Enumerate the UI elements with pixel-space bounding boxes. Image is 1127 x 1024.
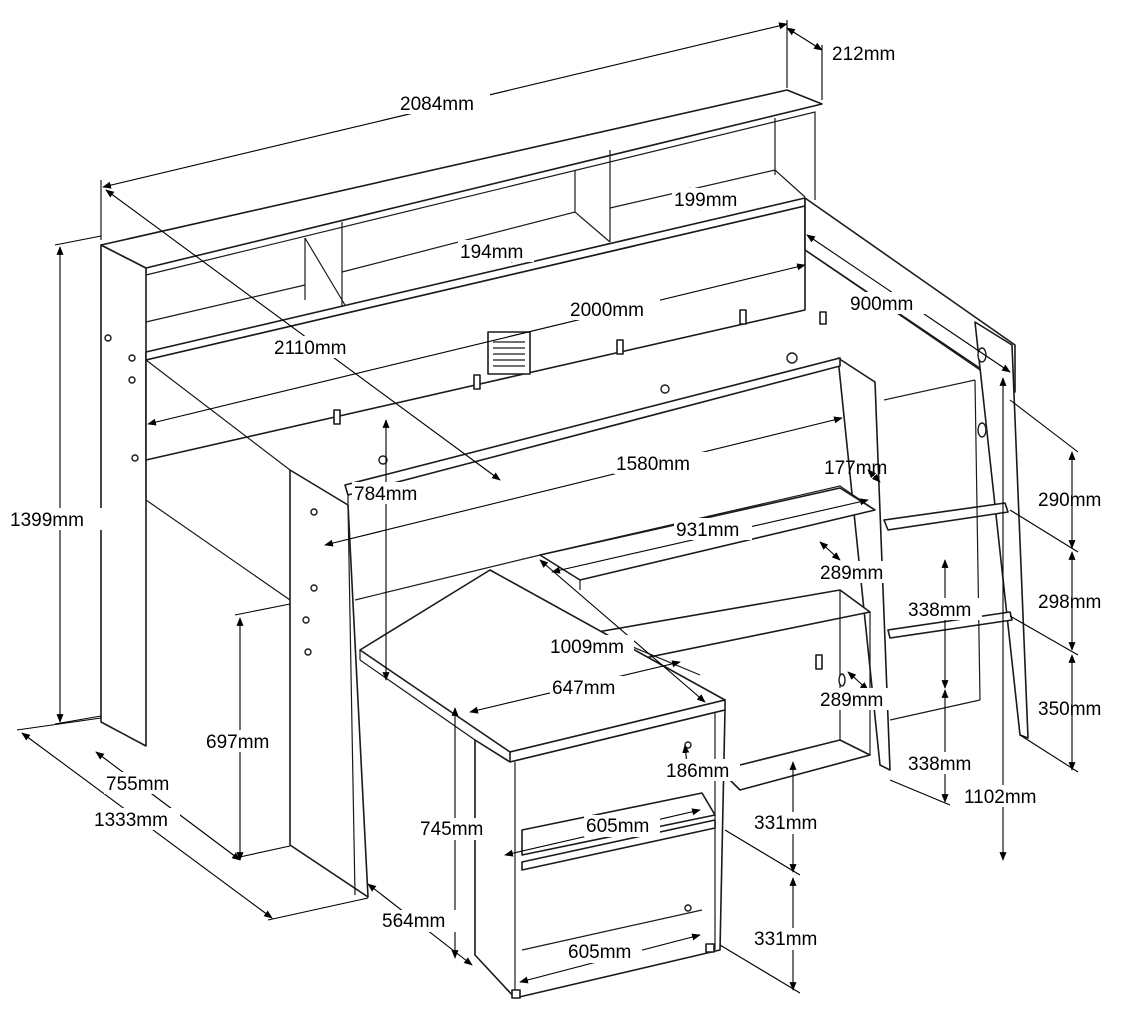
dim-ladder-step-depth: 177mm	[824, 458, 887, 479]
dim-cabinet-shelf-lower: 605mm	[568, 942, 631, 963]
dim-desk-shelf-length: 931mm	[676, 520, 739, 541]
dim-under-clearance: 784mm	[354, 484, 417, 505]
dim-cabinet-width: 564mm	[382, 911, 445, 932]
dim-drawer-offset: 186mm	[666, 761, 729, 782]
dim-top-depth: 212mm	[832, 44, 895, 65]
dim-ladder-height: 1102mm	[964, 787, 1037, 808]
dim-desk-depth: 647mm	[552, 678, 615, 699]
dim-step-2: 298mm	[1038, 592, 1101, 613]
dim-total-height: 1399mm	[10, 510, 84, 531]
desk-cabinet-shelf-2	[719, 739, 871, 791]
dimension-labels: 2084mm 212mm 199mm 194mm 2000mm 2110mm 9…	[8, 44, 1101, 963]
dim-step-3: 350mm	[1038, 699, 1101, 720]
dim-cabinet-shelf-upper: 605mm	[586, 816, 649, 837]
bed-frame	[100, 89, 1029, 999]
dim-depth-inner: 755mm	[106, 774, 169, 795]
ladder-step	[883, 502, 1009, 531]
dim-cabinet-height: 745mm	[420, 819, 483, 840]
vent-grille	[487, 331, 531, 375]
dim-step-1: 290mm	[1038, 490, 1101, 511]
dim-cabinet-section-upper: 331mm	[754, 813, 817, 834]
dim-bed-width: 900mm	[850, 294, 913, 315]
dim-top-width: 2084mm	[400, 94, 474, 115]
dim-cabinet-section-lower: 331mm	[754, 929, 817, 950]
dim-diagonal: 2110mm	[274, 338, 347, 359]
left-end-panel	[100, 244, 147, 747]
dim-desk-height: 697mm	[206, 732, 269, 753]
caster-wheel	[511, 989, 521, 999]
panel-hole	[104, 334, 112, 342]
dim-depth-total: 1333mm	[94, 810, 168, 831]
dim-desk-extension: 1009mm	[550, 637, 624, 658]
dim-cabinet-upper-height: 338mm	[908, 600, 971, 621]
dim-shelf-depth-middle: 194mm	[460, 242, 523, 263]
front-support-panel	[289, 469, 369, 898]
dim-compartment-lower: 289mm	[820, 690, 883, 711]
dim-compartment-upper: 289mm	[820, 563, 883, 584]
dim-desk-length: 1580mm	[616, 454, 690, 475]
dim-bed-length: 2000mm	[570, 300, 644, 321]
dim-cabinet-lower-height: 338mm	[908, 754, 971, 775]
dim-shelf-depth-right: 199mm	[674, 190, 737, 211]
caster-wheel	[705, 943, 715, 953]
